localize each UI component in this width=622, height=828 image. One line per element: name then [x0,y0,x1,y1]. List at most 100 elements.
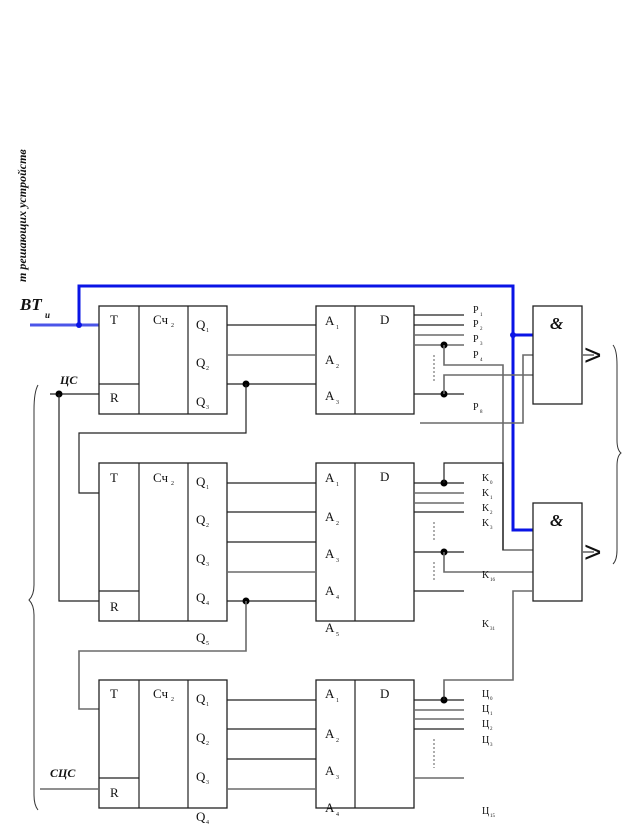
decoder-1-outputs [414,314,533,551]
pin-label: Ц [482,719,489,730]
pin-label: 15 [490,814,496,819]
counter-1-q3: Q [196,394,206,409]
counter-2-name: Сч [153,470,168,485]
pin-label: 3 [206,562,209,568]
pin-label: P [473,319,479,330]
pin-label: A [325,470,335,485]
pin-label: 4 [480,358,483,363]
pin-label: 1 [336,325,339,331]
pin-label: Q [196,474,206,489]
pin-label: 4 [206,820,209,826]
and-gate-2-output: > [584,536,602,569]
pin-label: K [482,619,490,630]
vertical-caption: т решающих устройств [15,149,29,282]
pin-label: 1 [206,702,209,708]
counter-1-q2: Q [196,355,206,370]
pin-label: P [473,305,479,316]
and-gate-1-symbol: & [550,314,564,333]
counter-1-name: Сч [153,312,168,327]
left-brace [28,384,39,811]
wires-c3-d3 [227,699,316,790]
pin-label: 2 [206,523,209,529]
pin-label: Q [196,551,206,566]
pin-label: 3 [490,743,493,748]
pin-label: 2 [336,364,339,370]
pin-label: 2 [171,481,174,487]
pin-label: 3 [336,775,339,781]
pin-label: Q [196,730,206,745]
pin-label: K [482,503,490,514]
counter-3-q4: Q [196,809,206,824]
counter-1: T R Сч 2 Q 1 Q 2 Q 3 [98,305,228,415]
decoder-2-a5: A [325,620,335,635]
pin-label: T [110,686,118,701]
pin-label: K [482,570,490,581]
pin-label: 2 [206,741,209,747]
pin-label: 2 [171,697,174,703]
counter-1-r-label: R [110,390,119,405]
pin-label: 1 [490,496,493,501]
pin-label: A [325,583,335,598]
and-gate-1-output: > [584,339,602,372]
decoder-3-outputs [414,690,464,779]
decoder-1-a3: A [325,388,335,403]
bt-label-sub: и [45,310,50,320]
pin-label: Ц [482,704,489,715]
cs-label: ЦС [59,373,78,387]
wires-c2-d2 [78,482,316,710]
pin-label: 8 [480,410,483,415]
pin-label: Ц [482,689,489,700]
pin-label: 2 [336,521,339,527]
counter-2-q5: Q [196,630,206,645]
pin-label: 3 [336,558,339,564]
pin-label: K [482,488,490,499]
pin-label: Q [196,691,206,706]
pin-label: 3 [490,526,493,531]
pin-label: 31 [490,627,496,632]
pin-label: 3 [206,405,209,411]
pin-label: A [325,763,335,778]
pin-label: P [473,350,479,361]
pin-label: 2 [206,366,209,372]
pin-label: A [325,546,335,561]
decoder-3-name: D [380,686,389,701]
pin-label: K [482,518,490,529]
pin-label: 2 [336,738,339,744]
pin-label: 2 [490,727,493,732]
pin-label: A [325,686,335,701]
decoder-1-a1: A [325,313,335,328]
pin-label: P [473,402,479,413]
pin-label: 1 [490,712,493,717]
pin-label: 3 [336,400,339,406]
pin-label: 16 [490,578,496,583]
pin-label: 5 [336,632,339,638]
pin-label: 4 [336,812,339,818]
scs-label: СЦС [50,766,76,780]
pin-label: 0 [490,481,493,486]
pin-label: 4 [206,601,209,607]
decoder-1-a2: A [325,352,335,367]
pin-label: A [325,509,335,524]
pin-label: P [473,334,479,345]
pin-label: 3 [206,780,209,786]
pin-label: 1 [336,698,339,704]
pin-label: 1 [206,328,209,334]
bt-bus [30,284,533,532]
and-gate-2: & > [443,502,602,690]
pin-label: 4 [336,595,339,601]
pin-label: 1 [480,313,483,318]
counter-1-q1: Q [196,317,206,332]
pin-label: K [482,473,490,484]
pin-label: 0 [490,697,493,702]
pin-label: 1 [336,482,339,488]
and-gate-1: & > [532,305,602,405]
counter-3-name: Сч [153,686,168,701]
